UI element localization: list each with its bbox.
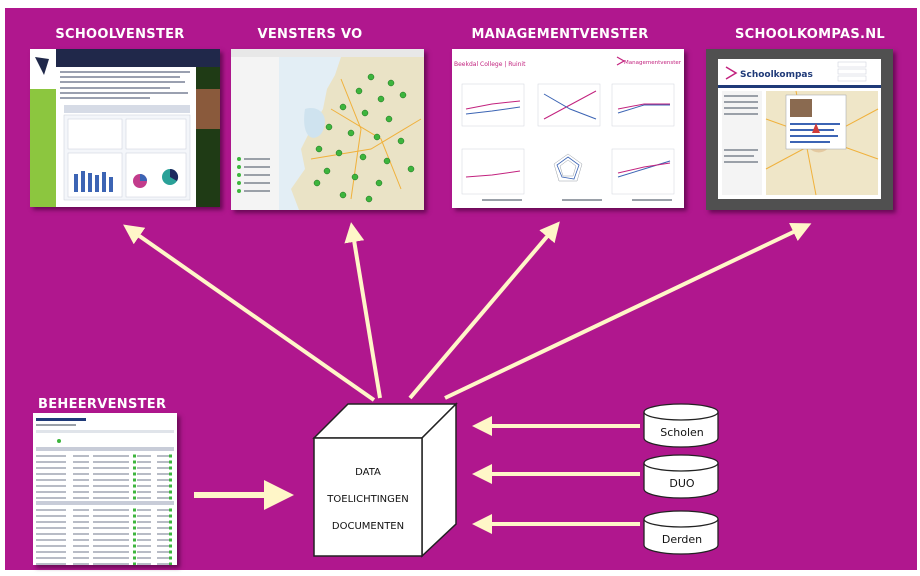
schoolvenster-screenshot — [30, 49, 220, 207]
source-label-duo: DUO — [669, 477, 695, 490]
title-managementvenster: MANAGEMENTVENSTER — [471, 27, 649, 42]
source-cylinder-scholen: Scholen — [643, 403, 719, 448]
beheervenster-screenshot — [33, 413, 177, 565]
title-schoolkompas: SCHOOLKOMPAS.NL — [734, 27, 885, 42]
title-vensters-vo: VENSTERS VO — [257, 27, 363, 42]
schoolkompas-screenshot: Schoolkompas — [706, 49, 893, 210]
arrow-to-schoolkompas — [444, 222, 812, 400]
source-label-scholen: Scholen — [660, 426, 704, 439]
arrow-to-managementvenster — [408, 221, 560, 400]
schoolkompas-logo-text: Schoolkompas — [740, 70, 813, 80]
arrow-to-schoolvenster — [123, 224, 376, 402]
cube-line-documenten: DOCUMENTEN — [332, 521, 404, 532]
title-beheervenster: BEHEERVENSTER — [38, 397, 167, 412]
arrow-to-vensters-vo — [344, 222, 382, 399]
source-cylinder-derden: Derden — [643, 510, 719, 555]
source-label-derden: Derden — [662, 533, 702, 546]
managementvenster-screenshot: Beekdal College | Ruinit Managementvenst… — [452, 49, 684, 208]
cube-line-data: DATA — [355, 467, 381, 478]
management-college-text: Beekdal College | Ruinit — [454, 61, 526, 68]
management-logo-text: Managementvenster — [624, 60, 682, 66]
source-cylinder-duo: DUO — [643, 454, 719, 499]
data-cube: DATA TOELICHTINGEN DOCUMENTEN — [312, 402, 458, 558]
vensters-vo-screenshot — [231, 49, 424, 210]
cube-line-toelichtingen: TOELICHTINGEN — [326, 494, 408, 505]
title-schoolvenster: SCHOOLVENSTER — [55, 27, 185, 42]
